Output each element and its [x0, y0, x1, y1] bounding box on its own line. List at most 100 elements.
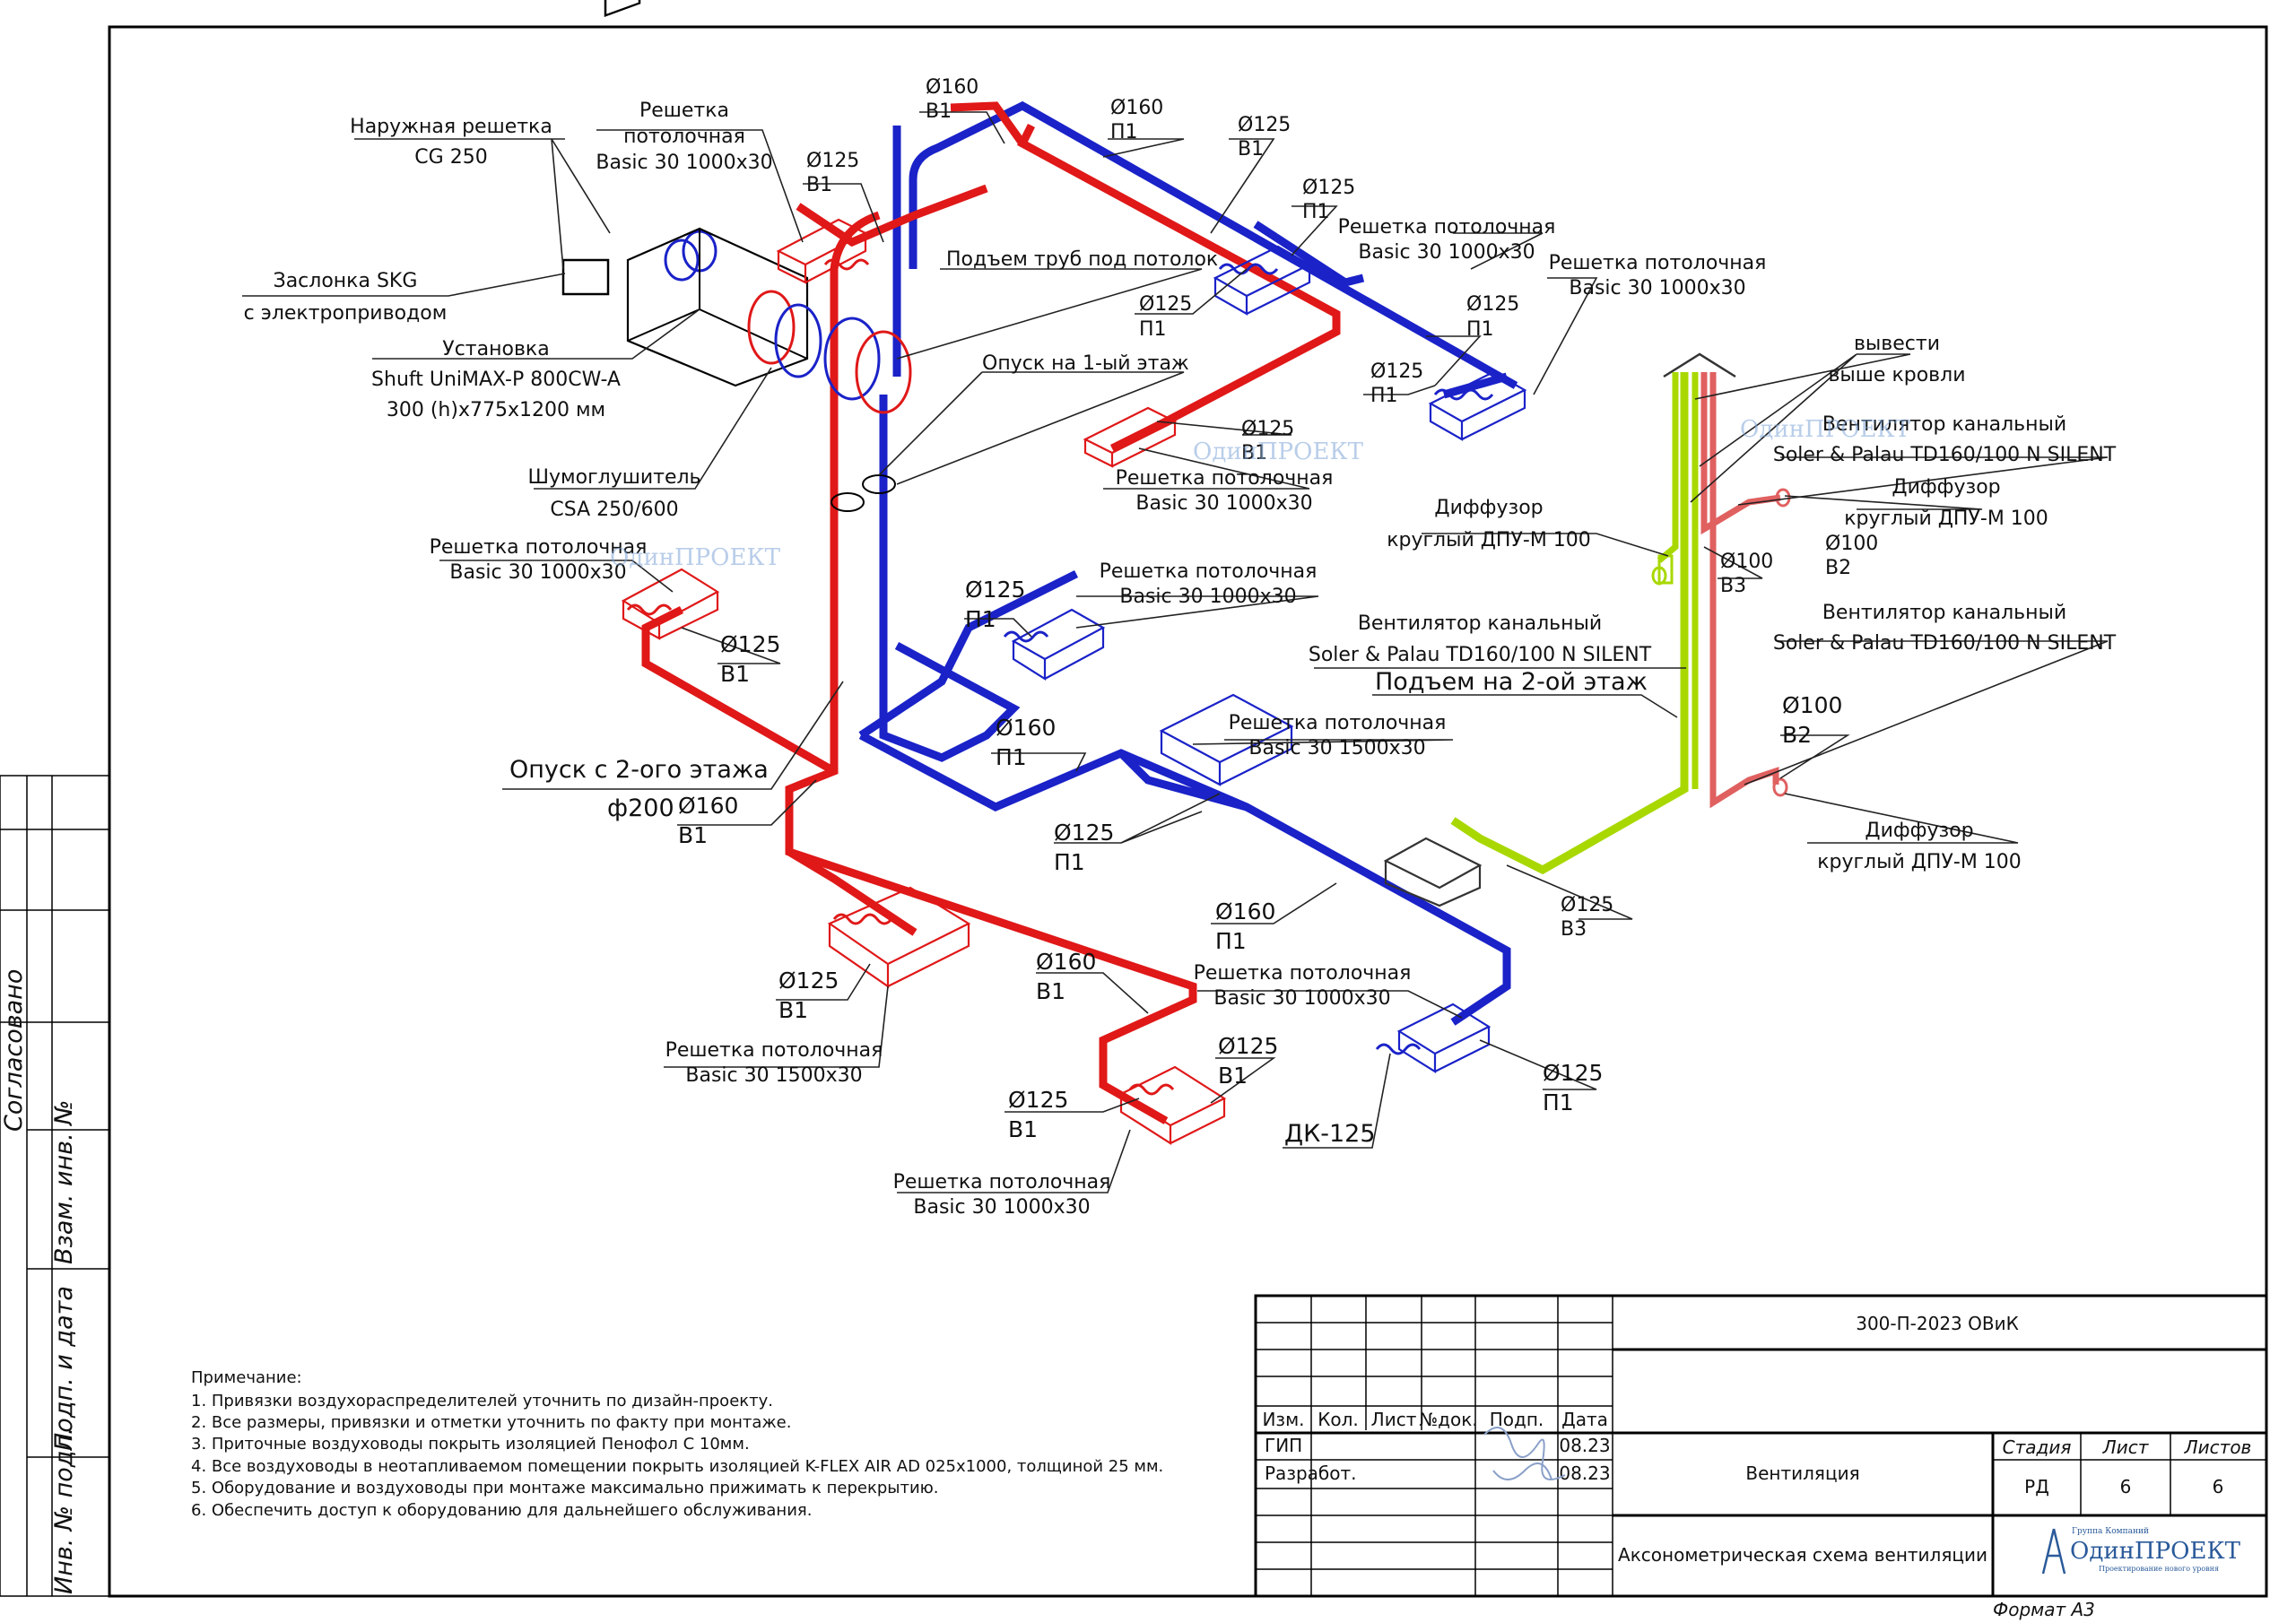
label-d125-b1-bl-d: Ø125 [1008, 1087, 1068, 1113]
label-d125-p1-mid-s: П1 [965, 606, 996, 632]
tb-col-ndok: №док. [1419, 1409, 1477, 1430]
label-unit-3: 300 (h)x775x1200 мм [387, 399, 605, 421]
leader-lines [242, 111, 2109, 1193]
label-grille-c4-1: Решетка потолочная [1100, 560, 1318, 583]
label-outdoor-grille-1: Наружная решетка [350, 116, 552, 138]
label-diffuser-rt-2: круглый ДПУ-М 100 [1844, 508, 2048, 530]
label-grille-1500-r-2: Basic 30 1500x30 [1248, 737, 1425, 759]
label-d100-b3-s: В3 [1720, 575, 1746, 597]
label-d100-b2-top-s: В2 [1825, 557, 1851, 579]
tb-col-data: Дата [1561, 1409, 1608, 1430]
signature-icon [1483, 1427, 1566, 1480]
label-d125-p1-d-s: П1 [1370, 385, 1398, 407]
label-grille-c1-1: Решетка потолочная [1338, 216, 1556, 239]
tb-col-izm: Изм. [1262, 1409, 1304, 1430]
label-d160-p1-low-s: П1 [1215, 928, 1247, 954]
svg-text:ОдинПРОЕКТ: ОдинПРОЕКТ [1193, 438, 1364, 465]
tb-col-podp: Подп. [1490, 1409, 1544, 1430]
label-grille-left-2: Basic 30 1000x30 [449, 561, 626, 584]
label-diffuser-rl-1: Диффузор [1865, 820, 1973, 842]
side-stamp: Согласовано Взам. инв. № Подп. и дата Ин… [0, 775, 110, 1597]
label-grille-c3-2: Basic 30 1000x30 [1135, 492, 1312, 515]
label-d160-p1-top-d: Ø160 [1110, 97, 1163, 119]
label-d160-p1-low-d: Ø160 [1215, 898, 1275, 924]
label-grille-c1-2: Basic 30 1000x30 [1358, 241, 1535, 264]
label-grille-c2-1: Решетка потолочная [1549, 252, 1767, 274]
note-4: 4. Все воздуховоды в неотапливаемом поме… [191, 1457, 1163, 1476]
label-lift-second-floor: Подъем на 2-ой этаж [1375, 668, 1648, 696]
label-fan-top-1: Вентилятор канальный [1822, 413, 2066, 436]
tb-date-gip: 08.23 [1559, 1435, 1610, 1456]
label-grille-c6-1: Решетка потолочная [893, 1171, 1111, 1193]
label-d125-b1-br-d: Ø125 [1218, 1033, 1278, 1059]
label-grille-c4-2: Basic 30 1000x30 [1119, 586, 1296, 608]
tb-stage-v: РД [2024, 1476, 2049, 1497]
label-dk125: ДК-125 [1284, 1120, 1376, 1148]
note-5: 5. Оборудование и воздуховоды при монтаж… [191, 1479, 939, 1497]
label-d125-b3-s: В3 [1561, 918, 1587, 941]
label-d125-b1-left-d: Ø125 [720, 631, 780, 657]
company-logo: Группа Компаний ОдинПРОЕКТ Проектировани… [2041, 1527, 2241, 1575]
notes-title: Примечание: [191, 1368, 302, 1387]
label-lift-pipes: Подъем труб под потолок [946, 248, 1218, 271]
svg-text:ОдинПРОЕКТ: ОдинПРОЕКТ [1740, 416, 1911, 443]
label-d125-b1-low-s: В1 [778, 997, 808, 1023]
label-grille-c5-2: Basic 30 1000x30 [1213, 987, 1390, 1010]
label-grille-tl-3: Basic 30 1000x30 [596, 152, 772, 174]
tb-date-dev: 08.23 [1559, 1462, 1610, 1484]
label-diffuser-rt-1: Диффузор [1892, 476, 2000, 499]
stamp-podp: Подп. и дата [50, 1286, 78, 1451]
logo-tagline: Проектирование нового уровня [2099, 1565, 2219, 1573]
label-d125-b1-right-d: Ø125 [1238, 114, 1291, 136]
label-grille-c6-2: Basic 30 1000x30 [913, 1196, 1090, 1219]
tb-role-dev: Разработ. [1265, 1462, 1356, 1484]
label-unit-2: Shuft UniMAX-P 800CW-A [371, 369, 621, 391]
label-d125-p1-low-d: Ø125 [1054, 820, 1114, 846]
label-roof-out-1: вывести [1854, 333, 1940, 355]
label-d125-p1-a-s: П1 [1302, 201, 1330, 223]
note-2: 2. Все размеры, привязки и отметки уточн… [191, 1413, 791, 1432]
logo-small: Группа Компаний [2072, 1527, 2149, 1536]
label-d125-p1-b-d: Ø125 [1139, 293, 1192, 316]
label-d125-b1-low-d: Ø125 [778, 968, 839, 994]
label-grille-tl-2: потолочная [623, 126, 745, 148]
tb-sheets-v: 6 [2213, 1476, 2224, 1497]
supply-ducts-p1 [858, 100, 1518, 1026]
tb-stage-h: Стадия [2003, 1436, 2072, 1458]
label-grille-left-1: Решетка потолочная [430, 536, 648, 559]
label-d100-b2-top-d: Ø100 [1825, 533, 1878, 555]
stamp-agreed: Согласовано [0, 969, 28, 1132]
label-d100-b2-low-s: В2 [1782, 722, 1812, 748]
label-d160-p1-mid-s: П1 [996, 744, 1027, 770]
tb-format: Формат А3 [1993, 1599, 2095, 1620]
label-grille-1500-r-1: Решетка потолочная [1229, 712, 1447, 734]
label-fan-right-1: Вентилятор канальный [1822, 602, 2066, 624]
label-diffuser-left-2: круглый ДПУ-М 100 [1387, 529, 1591, 551]
label-silencer-1: Шумоглушитель [527, 466, 700, 489]
label-d125-p1-c-s: П1 [1466, 318, 1494, 341]
label-grille-tl-1: Решетка [639, 100, 729, 122]
air-handling-unit [561, 0, 912, 512]
label-d125-b1-right-s: В1 [1238, 138, 1264, 161]
note-6: 6. Обеспечить доступ к оборудованию для … [191, 1501, 812, 1520]
label-roof-out-2: выше кровли [1828, 364, 1965, 386]
label-d160-b1-mid-s: В1 [678, 822, 708, 848]
label-d125-b1-mid-d: Ø125 [1241, 418, 1294, 440]
compass-icon [2041, 1528, 2066, 1575]
tb-sheet-title: Аксонометрическая схема вентиляции [1618, 1544, 1987, 1566]
label-damper-2: с электроприводом [244, 302, 448, 325]
label-grille-c3-1: Решетка потолочная [1116, 467, 1334, 490]
label-silencer-2: CSA 250/600 [550, 499, 678, 521]
exhaust-ducts-b1 [641, 101, 1341, 1124]
label-down-first-floor: Опуск на 1-ый этаж [982, 352, 1189, 375]
tb-section: Вентиляция [1745, 1462, 1859, 1484]
label-d125-b1-left-s: В1 [720, 661, 750, 687]
label-d125-p1-low-s: П1 [1054, 849, 1085, 875]
label-fan-top-2: Soler & Palau TD160/100 N SILENT [1773, 444, 2117, 466]
label-d160-b1-mid-d: Ø160 [678, 793, 738, 819]
label-fan-mid-2: Soler & Palau TD160/100 N SILENT [1309, 644, 1652, 666]
label-d160-b1-top-s: В1 [926, 100, 952, 123]
label-d100-b3-d: Ø100 [1720, 551, 1773, 573]
label-d100-b2-low-d: Ø100 [1782, 692, 1842, 718]
